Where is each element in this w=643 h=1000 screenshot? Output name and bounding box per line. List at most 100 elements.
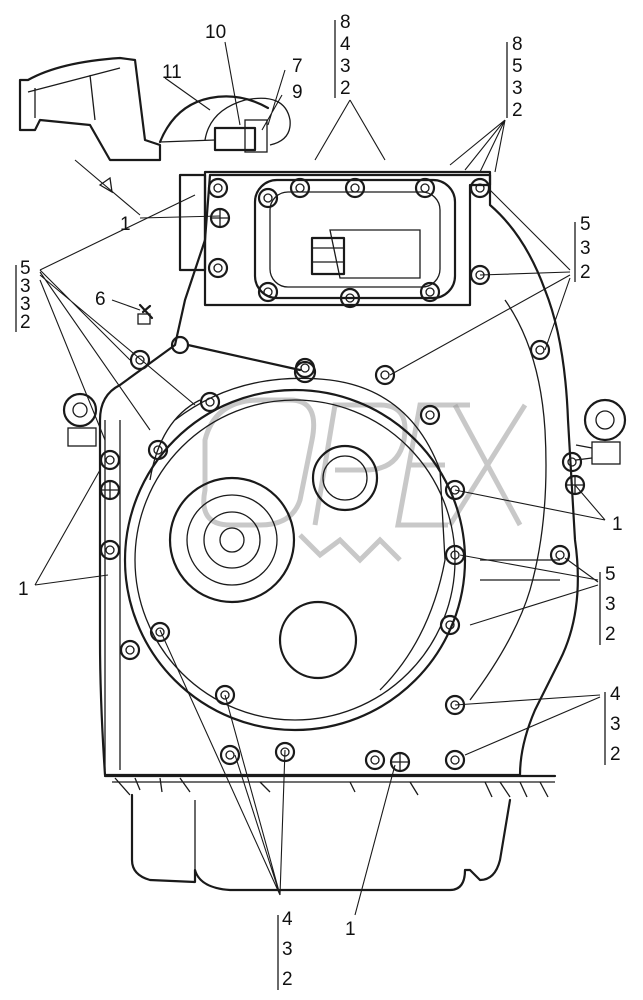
bolt-head-22 [370, 755, 380, 765]
callout-8432-1: 8 [340, 12, 351, 33]
label-6: 6 [95, 289, 106, 310]
callout-5332-1: 5 [20, 258, 31, 279]
callout-8532-1: 8 [512, 34, 523, 55]
bolt-head-18 [155, 627, 165, 637]
label-1-bottom: 1 [345, 919, 356, 940]
bolt-26 [444, 544, 466, 566]
bolt-14 [147, 439, 169, 461]
shift-cover [178, 170, 492, 307]
bolt-head-17 [125, 645, 135, 655]
bolt-head-33 [300, 363, 310, 373]
bolt-20 [219, 744, 241, 766]
label-9: 9 [292, 82, 303, 103]
bolt-head-13 [205, 397, 215, 407]
callout-432-bottom-2: 3 [282, 939, 293, 960]
label-1-right: 1 [612, 514, 623, 535]
bolt-32 [419, 404, 441, 426]
callout-8432-2: 4 [340, 34, 351, 55]
bolt-head-26 [450, 550, 460, 560]
bolt-head-25 [450, 485, 460, 495]
bolt-head-1 [213, 183, 223, 193]
callout-5332-2: 3 [20, 276, 31, 297]
plug-cross-1 [211, 209, 229, 227]
bolt-head-2 [213, 263, 223, 273]
bolt-10 [419, 281, 441, 303]
callout-432-right-3: 2 [610, 744, 621, 765]
bolt-2 [207, 257, 229, 279]
bolt-head-9 [345, 293, 355, 303]
bolt-head-27 [445, 620, 455, 630]
bolt-24 [444, 749, 466, 771]
gearbox-housing [98, 173, 579, 892]
callout-8532-2: 5 [512, 56, 523, 77]
label-1-top: 1 [120, 214, 131, 235]
callout-432-bottom-1: 4 [282, 909, 293, 930]
left-mounting-eye [62, 392, 98, 447]
bolt-set [99, 177, 586, 773]
bolt-17 [119, 639, 141, 661]
breather-valve [137, 303, 154, 325]
watermark-logo [201, 397, 528, 564]
callout-432-right-2: 3 [610, 714, 621, 735]
bolt-30 [529, 339, 551, 361]
plug-cross-4 [391, 753, 409, 771]
callout-8532-3: 3 [512, 78, 523, 99]
bolt-head-12 [135, 355, 145, 365]
bolt-8 [257, 281, 279, 303]
bolt-27 [439, 614, 461, 636]
plug-cross-2 [101, 481, 119, 499]
callout-532-top-1: 5 [580, 214, 591, 235]
upper-left-bracket [18, 56, 162, 194]
bolt-head-14 [153, 445, 163, 455]
callout-432-bottom-3: 2 [282, 969, 293, 990]
bolt-16 [99, 539, 121, 561]
label-1-left: 1 [18, 579, 29, 600]
bolt-head-7 [475, 183, 485, 193]
bolt-head-24 [450, 755, 460, 765]
bolt-head-4 [295, 183, 305, 193]
callout-8432-4: 2 [340, 78, 351, 99]
bolt-31 [374, 364, 396, 386]
callout-532-mid-3: 2 [605, 624, 616, 645]
bolt-head-31 [380, 370, 390, 380]
bolt-9 [339, 287, 361, 309]
bolt-head-19 [220, 690, 230, 700]
bolt-head-8 [263, 287, 273, 297]
callout-8532-4: 2 [512, 100, 523, 121]
bolt-head-32 [425, 410, 435, 420]
callout-5332-3: 3 [20, 294, 31, 315]
callout-labels: 8 4 3 2 8 5 3 2 10 11 7 9 1 6 5 3 3 2 1 … [15, 12, 623, 990]
shift-rod [170, 335, 317, 384]
bolt-head-16 [105, 545, 115, 555]
callout-8432-3: 3 [340, 56, 351, 77]
bolt-3 [257, 187, 279, 209]
bolt-head-10 [425, 287, 435, 297]
leader-lines [34, 41, 606, 916]
bolt-6 [414, 177, 436, 199]
bolt-1 [207, 177, 229, 199]
bolt-5 [344, 177, 366, 199]
bolt-22 [364, 749, 386, 771]
bolt-23 [444, 694, 466, 716]
bolt-33 [294, 357, 316, 379]
bolt-15 [99, 449, 121, 471]
callout-532-top-2: 3 [580, 238, 591, 259]
bolt-head-29 [555, 550, 565, 560]
bolt-head-15 [105, 455, 115, 465]
bolt-head-30 [535, 345, 545, 355]
bolt-head-20 [225, 750, 235, 760]
sensor-cable-assembly [158, 95, 291, 153]
bolt-13 [199, 391, 221, 413]
bolt-head-5 [350, 183, 360, 193]
callout-432-right-1: 4 [610, 684, 621, 705]
callout-532-mid-1: 5 [605, 564, 616, 585]
bolt-head-6 [420, 183, 430, 193]
bolt-4 [289, 177, 311, 199]
bolt-29 [549, 544, 571, 566]
bolt-head-3 [263, 193, 273, 203]
label-10: 10 [205, 22, 226, 43]
bolt-28 [561, 451, 583, 473]
callout-5332-4: 2 [20, 312, 31, 333]
